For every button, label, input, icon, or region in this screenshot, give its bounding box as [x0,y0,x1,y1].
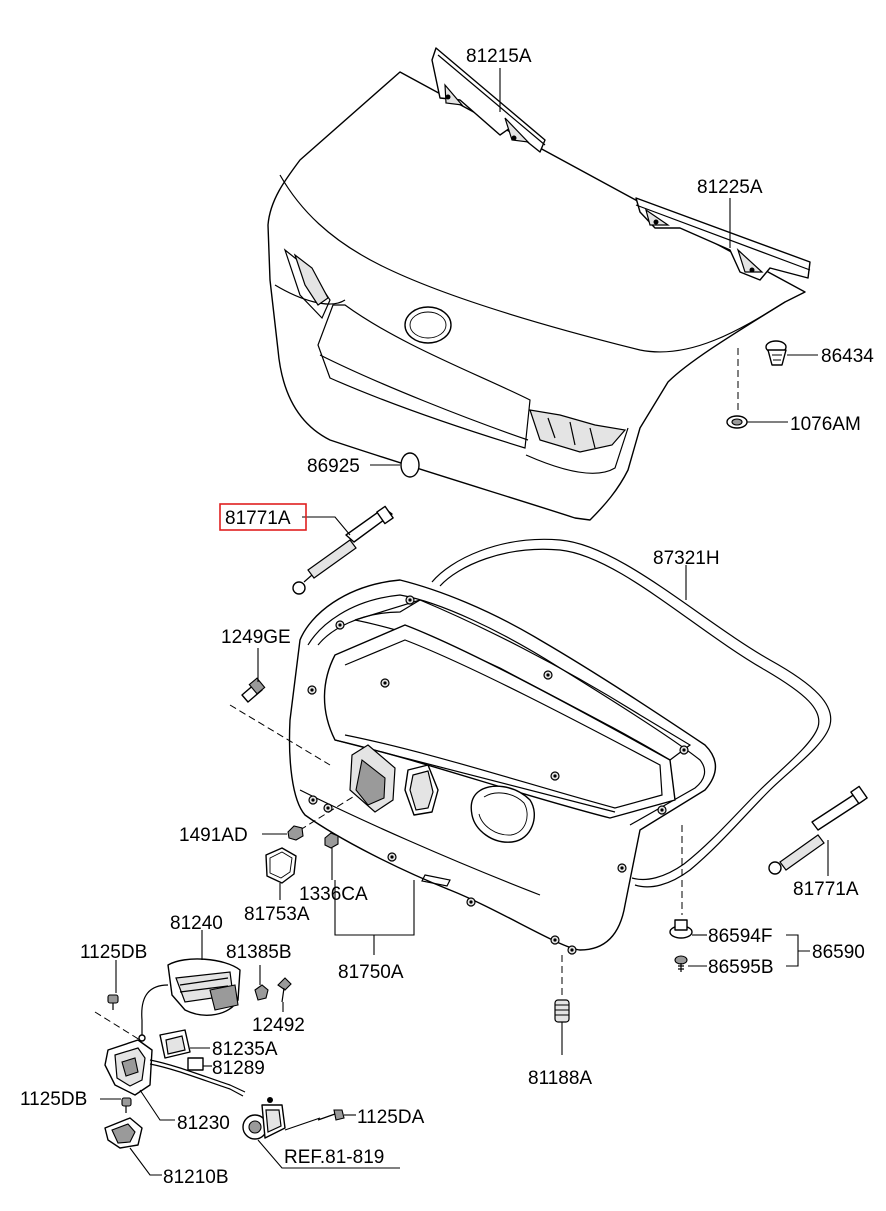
key-cylinder [242,1097,286,1140]
bolt-81385B [254,984,269,1001]
label-86590: 86590 [812,942,865,963]
hinge-81225A [635,197,811,281]
label-81385B: 81385B [226,942,292,963]
stopper-86594F [669,919,693,939]
gas-strut-81771A-top [292,505,394,595]
bolt-1249GE [241,677,266,703]
bolt-1125DB-bottom [121,1097,132,1113]
dash-1491AD [299,794,357,831]
bumper-1076AM [726,415,748,429]
leader-ref-81-819 [257,1139,400,1169]
latch-81230 [104,1039,246,1097]
label-81771A-right: 81771A [793,879,859,900]
label-81771A-top: 81771A [225,508,291,529]
hinge-81215A [431,47,546,153]
nut-1491AD [287,825,304,841]
bumper-81188A [554,999,570,1023]
label-12492: 12492 [252,1015,305,1036]
screw-12492 [277,977,292,1003]
actuator-81240 [138,958,241,1042]
label-1076AM: 1076AM [790,414,861,435]
screw-86595B [674,955,688,972]
clip-86434 [765,340,787,366]
label-81188A: 81188A [528,1068,592,1089]
label-81225A: 81225A [697,177,763,198]
striker-81210B [104,1117,143,1149]
trunk-lid-outer-panel [267,71,806,521]
label-1336CA: 1336CA [299,884,368,905]
leader-81230 [139,1089,175,1121]
label-86925: 86925 [307,456,360,477]
label-81753A: 81753A [244,904,310,925]
bolt-1125DB-top [107,994,119,1010]
label-86434: 86434 [821,346,874,367]
label-81240: 81240 [170,913,223,934]
label-81289: 81289 [212,1058,265,1079]
dash-1125DB-top [94,1011,141,1041]
label-1249GE: 1249GE [221,627,291,648]
label-1491AD: 1491AD [179,825,248,846]
clip-81289 [187,1057,204,1071]
label-81750A: 81750A [338,962,404,983]
leader-81210B [129,1147,162,1176]
leader-81771A-top [302,516,351,536]
label-ref-81-819: REF.81-819 [284,1147,384,1168]
label-81215A: 81215A [466,46,532,67]
label-1125DB-top: 1125DB [80,942,147,963]
dash-1249GE [229,704,331,766]
leader-86590 [786,934,810,967]
highlight-box-81771A [219,503,307,531]
label-81235A: 81235A [212,1039,278,1060]
label-86594F: 86594F [708,926,772,947]
bolt-1125DA [317,1109,345,1121]
label-1125DB-bottom: 1125DB [20,1089,87,1110]
leader-81750A [334,880,415,955]
label-1125DA: 1125DA [357,1107,425,1128]
label-86595B: 86595B [708,957,774,978]
weatherstrip-87321H [431,538,832,888]
emblem-86925 [400,452,420,478]
leader-key-cylinder [284,1117,321,1131]
gas-strut-81771A-right [768,785,868,875]
nut-1336CA [324,832,339,849]
label-81230: 81230 [177,1113,230,1134]
trunk-lid-trim-81750A [288,579,717,955]
label-87321H: 87321H [653,548,720,569]
label-81210B: 81210B [163,1167,229,1188]
